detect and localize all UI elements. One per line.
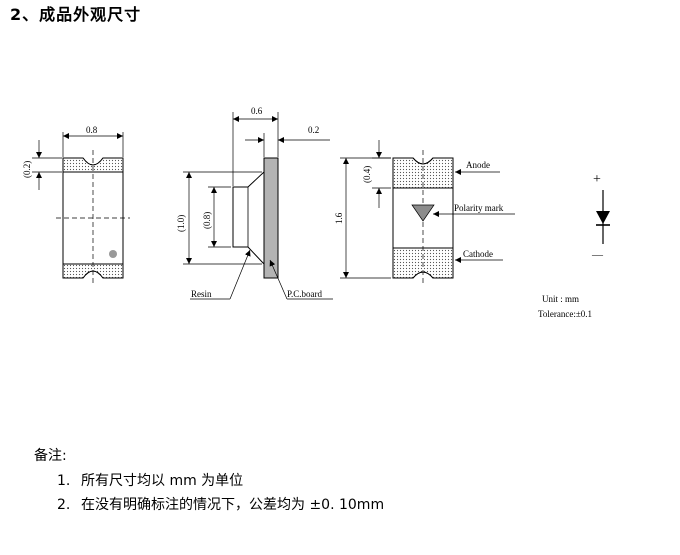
front-pad-label: (0.2) — [22, 161, 32, 178]
note-number: 1. — [57, 473, 71, 489]
tolerance-label: Tolerance:±0.1 — [538, 309, 592, 319]
anode-label: Anode — [466, 160, 490, 170]
bottom-length-label: 1.6 — [334, 212, 344, 224]
diode-symbol: + — — [591, 172, 610, 261]
bottom-view: (0.4) 1.6 Anode Polarity mark Cathode — [334, 140, 515, 285]
diode-plus-label: + — [593, 172, 601, 187]
diode-triangle-icon — [596, 211, 610, 224]
front-polarity-dot — [109, 250, 117, 258]
side-total-label: 0.6 — [251, 106, 263, 116]
side-view: 0.6 0.2 (1.0) (0.8) Resin P.C.board — [176, 106, 333, 300]
bottom-anode-pad — [392, 157, 454, 189]
polarity-mark-triangle — [411, 204, 435, 222]
side-resin — [232, 170, 265, 266]
side-pc-board — [263, 157, 279, 279]
polarity-mark-label: Polarity mark — [454, 203, 504, 213]
cathode-label: Cathode — [463, 249, 493, 259]
unit-label: Unit : mm — [542, 294, 579, 304]
side-resin-label: (0.8) — [202, 212, 212, 229]
pc-board-label: P.C.board — [287, 289, 323, 299]
note-text: 所有尺寸均以 mm 为单位 — [81, 473, 244, 489]
bottom-mark-label: (0.4) — [362, 166, 372, 183]
note-item: 2. 在没有明确标注的情况下，公差均为 ±0. 10mm — [57, 494, 384, 514]
note-item: 1. 所有尺寸均以 mm 为单位 — [57, 470, 243, 490]
note-number: 2. — [57, 497, 71, 513]
section-heading: 2、成品外观尺寸 — [10, 5, 142, 24]
front-width-label: 0.8 — [86, 125, 98, 135]
diode-minus-label: — — [591, 249, 604, 261]
front-top-pad — [62, 157, 124, 173]
side-board-label: 0.2 — [308, 125, 319, 135]
front-view: 0.8 (0.2) — [22, 125, 130, 285]
note-text: 在没有明确标注的情况下，公差均为 ±0. 10mm — [81, 497, 385, 513]
notes-title: 备注: — [34, 448, 67, 464]
resin-label: Resin — [191, 289, 212, 299]
side-height-label: (1.0) — [176, 215, 186, 232]
